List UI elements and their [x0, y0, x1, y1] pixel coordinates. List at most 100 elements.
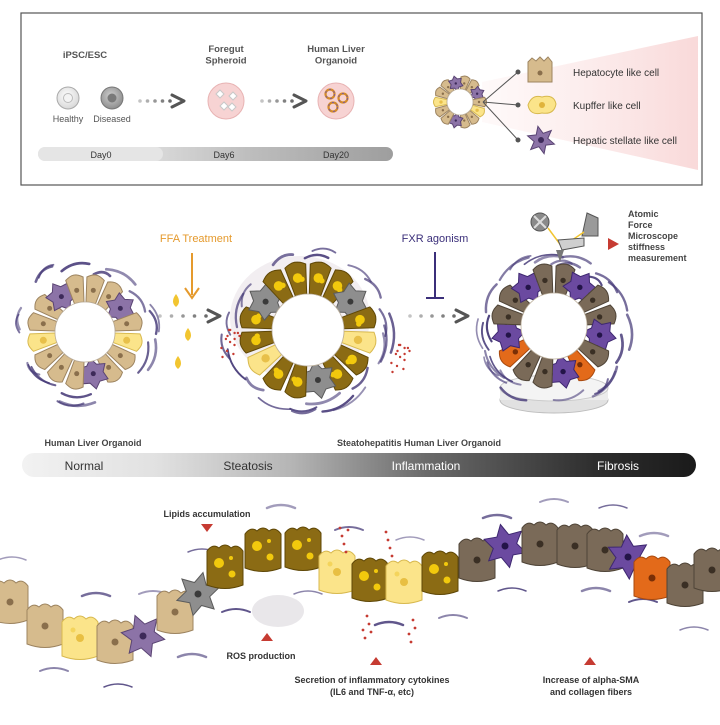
- cytokine-dot: [403, 346, 406, 350]
- collagen-fiber: [594, 272, 619, 294]
- ros-marker: [261, 633, 273, 641]
- timeline-label: Day0: [90, 150, 111, 160]
- afm-cantilever: [557, 237, 585, 251]
- cell-nucleus: [90, 371, 96, 377]
- cell-nucleus: [542, 368, 548, 375]
- lipid-droplet: [70, 627, 76, 633]
- cytokine-dot: [394, 352, 398, 356]
- cytokine-dot: [395, 364, 399, 368]
- cell-nucleus: [90, 287, 96, 293]
- cell-nucleus: [40, 321, 46, 327]
- hepatocyte-icon: [527, 56, 553, 83]
- stage-label-normal: Normal: [65, 459, 104, 473]
- afm-tip: [556, 250, 564, 262]
- organoid-steatosis: [239, 261, 377, 400]
- cytokine-dot: [386, 538, 390, 542]
- arrow-dot: [452, 314, 456, 318]
- cell-nucleus: [470, 115, 474, 119]
- cell-nucleus: [577, 361, 583, 368]
- organoid-zoom: [432, 75, 488, 129]
- legend-leader-dot: [515, 102, 521, 108]
- lipid-drop: [173, 294, 179, 307]
- collagen-fiber: [395, 536, 425, 541]
- cell-nucleus: [124, 321, 130, 327]
- cell-nucleus: [525, 361, 531, 368]
- collagen-fiber: [37, 263, 55, 279]
- mini-organoid-cells: [325, 89, 335, 99]
- cell-nucleus: [596, 332, 603, 338]
- collagen-fiber: [499, 369, 522, 386]
- arrow-dot: [145, 99, 150, 103]
- lipid-droplet: [336, 287, 343, 293]
- fibers-steatosis: [220, 247, 396, 415]
- collagen-fiber: [176, 652, 208, 659]
- hepatocyte-nucleus: [537, 70, 543, 76]
- cytokine-dot: [220, 346, 223, 350]
- cell-nucleus: [347, 298, 354, 305]
- kupffer-nucleus: [539, 102, 545, 108]
- lipid-droplet: [266, 553, 274, 561]
- cell-nucleus: [681, 581, 689, 589]
- organoid-lumen: [446, 88, 474, 116]
- lipid-droplet: [306, 552, 314, 560]
- stage-label-steatosis: Steatosis: [223, 459, 272, 473]
- lipid-droplet: [229, 556, 233, 560]
- collagen-fiber: [137, 341, 150, 374]
- legend-leader-dot: [515, 69, 521, 75]
- collagen-fiber: [509, 255, 532, 271]
- lipid-droplet: [291, 376, 297, 382]
- collagen-fiber: [486, 361, 508, 384]
- arrow-dot: [181, 314, 185, 318]
- cell-nucleus: [571, 542, 579, 550]
- afm-detector: [581, 212, 599, 237]
- arrow-dot: [169, 314, 174, 318]
- cell-nucleus: [171, 608, 179, 616]
- collagen-fiber: [560, 255, 592, 265]
- cytokine-dot: [238, 334, 241, 338]
- lipid-droplet: [254, 333, 260, 339]
- collagen-fiber: [484, 283, 498, 314]
- cell-nucleus: [525, 284, 531, 291]
- lipid-droplet: [228, 570, 236, 578]
- arrow-dot: [138, 99, 142, 103]
- mini-organoid-cells: [328, 102, 338, 112]
- collagen-fiber: [638, 531, 670, 538]
- stellate-nucleus: [538, 137, 544, 143]
- tissue-cell: [421, 550, 459, 595]
- spheroid-cell: [227, 102, 237, 112]
- cell-nucleus: [111, 638, 119, 646]
- collagen-fiber: [598, 504, 628, 509]
- arrow-dot: [267, 99, 272, 103]
- collagen-fiber: [485, 314, 493, 343]
- collagen-fiber: [580, 586, 612, 593]
- healthy-label: Healthy: [53, 114, 84, 124]
- cell-nucleus: [475, 92, 479, 95]
- lipid-droplet: [292, 540, 302, 550]
- cell-nucleus: [446, 85, 450, 89]
- tissue-cell: [206, 544, 244, 589]
- collagen-fiber: [271, 253, 295, 267]
- arrow-dot: [160, 99, 165, 103]
- legend-leader: [482, 71, 519, 103]
- collagen-fiber: [128, 290, 147, 313]
- cytokine-dot: [384, 530, 388, 534]
- arrow-dot: [430, 314, 434, 318]
- cytokine-dot: [233, 337, 236, 341]
- tissue-cell: [284, 526, 322, 571]
- zoom-cone: [482, 36, 698, 170]
- cell-nucleus: [261, 354, 270, 363]
- cell-nucleus: [47, 305, 53, 311]
- cell-nucleus: [501, 542, 509, 550]
- cytokine-dot: [228, 340, 232, 344]
- lipid-droplet: [299, 276, 305, 282]
- stage-bar: [22, 453, 696, 477]
- cytokine-dot: [361, 628, 365, 632]
- collagen-fiber: [481, 513, 513, 520]
- lipid-droplet: [267, 539, 271, 543]
- arrow-to-steatosis: [158, 308, 222, 324]
- fibers-normal: [15, 261, 161, 408]
- cytokine-dot: [226, 334, 229, 338]
- lipid-droplet: [332, 369, 343, 379]
- legend-leader-dot: [515, 137, 521, 143]
